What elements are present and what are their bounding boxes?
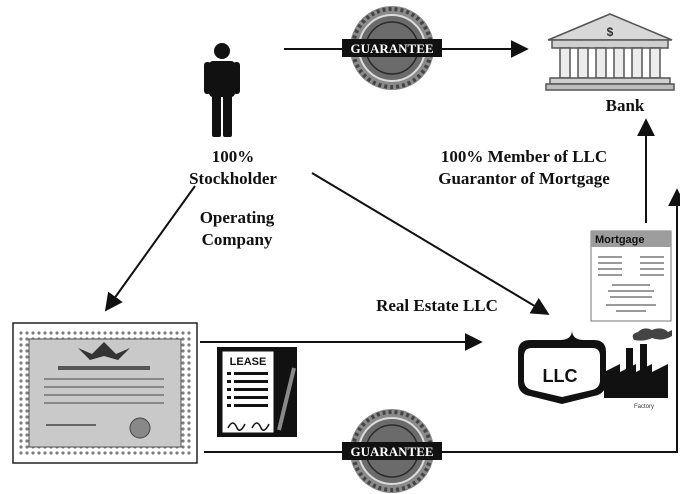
operating-company-line2: Company [201,230,273,249]
stockholder-label: 100% Stockholder [188,146,278,190]
guarantee-seal-bottom-icon: GUARANTEE [342,409,442,493]
member-line1: 100% Member of LLC [440,147,608,166]
member-line2: Guarantor of Mortgage [438,169,610,188]
lease-document-image: LEASE [217,347,297,437]
factory-icon: Factory [604,328,672,410]
real-estate-llc-label: Real Estate LLC [376,296,498,315]
person-icon [204,43,240,137]
factory-caption: Factory [634,404,654,410]
operating-company-label: Operating Company [192,207,282,251]
member-label: 100% Member of LLC Guarantor of Mortgage [408,146,640,190]
lease-document-title: LEASE [230,356,267,368]
guarantee-seal-top-icon: GUARANTEE [342,6,442,90]
stockholder-text: Stockholder [189,169,277,188]
svg-text:$: $ [607,25,614,39]
operating-company-line1: Operating [199,208,275,227]
mortgage-document-image: Mortgage [590,230,672,322]
stockholder-percent: 100% [211,147,255,166]
guarantee-seal-top-text: GUARANTEE [350,41,433,56]
guarantee-seal-bottom-text: GUARANTEE [350,444,433,459]
stock-certificate-image [12,322,198,464]
llc-badge-icon: LLC [518,330,606,404]
arrow-person-to-certificate [104,185,196,312]
bank-label: Bank [605,96,645,115]
mortgage-document-title: Mortgage [595,234,645,246]
llc-badge-text: LLC [543,366,578,386]
arrow-person-to-llc [311,172,550,315]
bank-building-icon: $ [545,13,675,91]
